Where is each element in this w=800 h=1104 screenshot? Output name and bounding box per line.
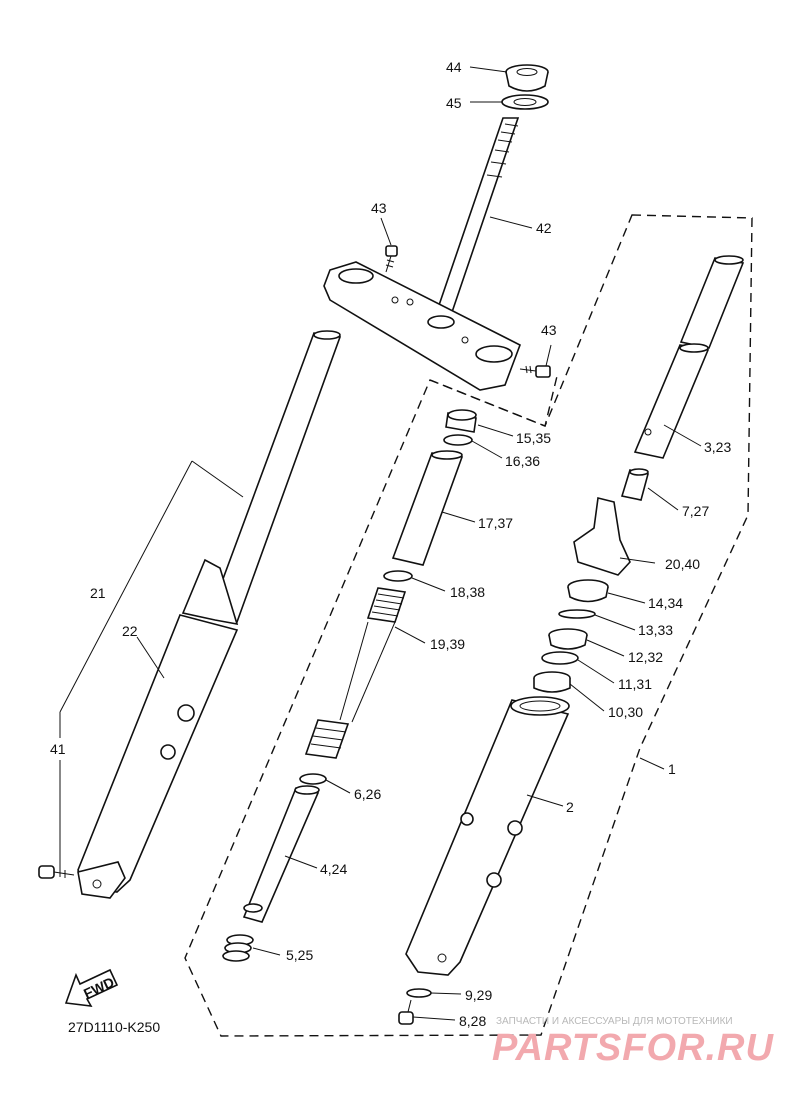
part-42-steering-stem[interactable] — [434, 117, 520, 319]
label-43-right: 43 — [541, 322, 557, 338]
label-41: 41 — [50, 741, 66, 757]
label-15-35: 15,35 — [516, 430, 551, 446]
label-20-40: 20,40 — [665, 556, 700, 572]
left-fork-outer-tube[interactable] — [77, 558, 239, 899]
label-19-39: 19,39 — [430, 636, 465, 652]
part-7-27-bushing[interactable] — [620, 468, 649, 501]
part-43-bolt-top[interactable] — [385, 245, 398, 273]
part-lower-bracket[interactable] — [323, 261, 522, 391]
label-10-30: 10,30 — [608, 704, 643, 720]
left-fork-inner-tube[interactable] — [208, 330, 342, 623]
part-13-33-clip[interactable] — [558, 609, 596, 619]
part-10-30-bushing[interactable] — [533, 671, 571, 693]
part-9-29-gasket[interactable] — [406, 988, 432, 998]
watermark-brand: PARTSFOR.RU — [492, 1027, 774, 1069]
part-4-24-damper-rod[interactable] — [242, 785, 320, 923]
label-6-26: 6,26 — [354, 786, 381, 802]
part-15-35-cap-bolt[interactable] — [445, 409, 477, 433]
part-12-32-oil-seal[interactable] — [548, 628, 588, 650]
label-14-34: 14,34 — [648, 595, 683, 611]
label-9-29: 9,29 — [465, 987, 492, 1003]
label-21: 21 — [90, 585, 106, 601]
fwd-arrow-icon: FWD — [64, 968, 119, 1007]
part-14-34-dust-seal[interactable] — [567, 579, 609, 603]
label-17-37: 17,37 — [478, 515, 513, 531]
label-8-28: 8,28 — [459, 1013, 486, 1029]
part-17-37-collar[interactable] — [391, 450, 464, 566]
label-45: 45 — [446, 95, 462, 111]
label-4-24: 4,24 — [320, 861, 347, 877]
label-18-38: 18,38 — [450, 584, 485, 600]
part-18-38-washer[interactable] — [383, 570, 413, 582]
part-44-bearing[interactable] — [505, 64, 549, 92]
part-41-bolt[interactable] — [38, 865, 75, 879]
part-labels: 44 45 42 43 43 15,35 16,36 17,37 18,38 1… — [50, 59, 731, 1029]
part-43-bolt-right[interactable] — [519, 365, 551, 378]
label-1: 1 — [668, 761, 676, 777]
label-44: 44 — [446, 59, 462, 75]
part-11-31-washer[interactable] — [541, 651, 579, 665]
leader-lines — [59, 66, 702, 1021]
label-7-27: 7,27 — [682, 503, 709, 519]
label-2: 2 — [566, 799, 574, 815]
label-43-top: 43 — [371, 200, 387, 216]
label-16-36: 16,36 — [505, 453, 540, 469]
label-12-32: 12,32 — [628, 649, 663, 665]
part-19-39-spring[interactable] — [304, 587, 407, 759]
label-11-31: 11,31 — [618, 676, 652, 692]
fwd-label: FWD — [81, 974, 117, 1002]
part-16-36-o-ring[interactable] — [443, 434, 473, 446]
watermark-caption: ЗАПЧАСТИ И АКСЕССУАРЫ ДЛЯ МОТОТЕХНИКИ — [496, 1016, 733, 1027]
label-5-25: 5,25 — [286, 947, 313, 963]
part-6-26-ring[interactable] — [299, 773, 327, 785]
part-8-28-bolt[interactable] — [398, 999, 414, 1025]
part-2-outer-tube[interactable] — [405, 696, 570, 976]
group-outline-inner — [429, 371, 559, 427]
label-42: 42 — [536, 220, 552, 236]
part-45-race[interactable] — [501, 94, 549, 110]
part-5-25-rebound-spring[interactable] — [222, 934, 254, 962]
label-13-33: 13,33 — [638, 622, 673, 638]
label-3-23: 3,23 — [704, 439, 731, 455]
part-3-23-inner-tube[interactable] — [633, 255, 745, 459]
diagram-code: 27D1110-K250 — [68, 1019, 160, 1035]
label-22: 22 — [122, 623, 138, 639]
part-20-40-guard[interactable] — [573, 497, 631, 576]
